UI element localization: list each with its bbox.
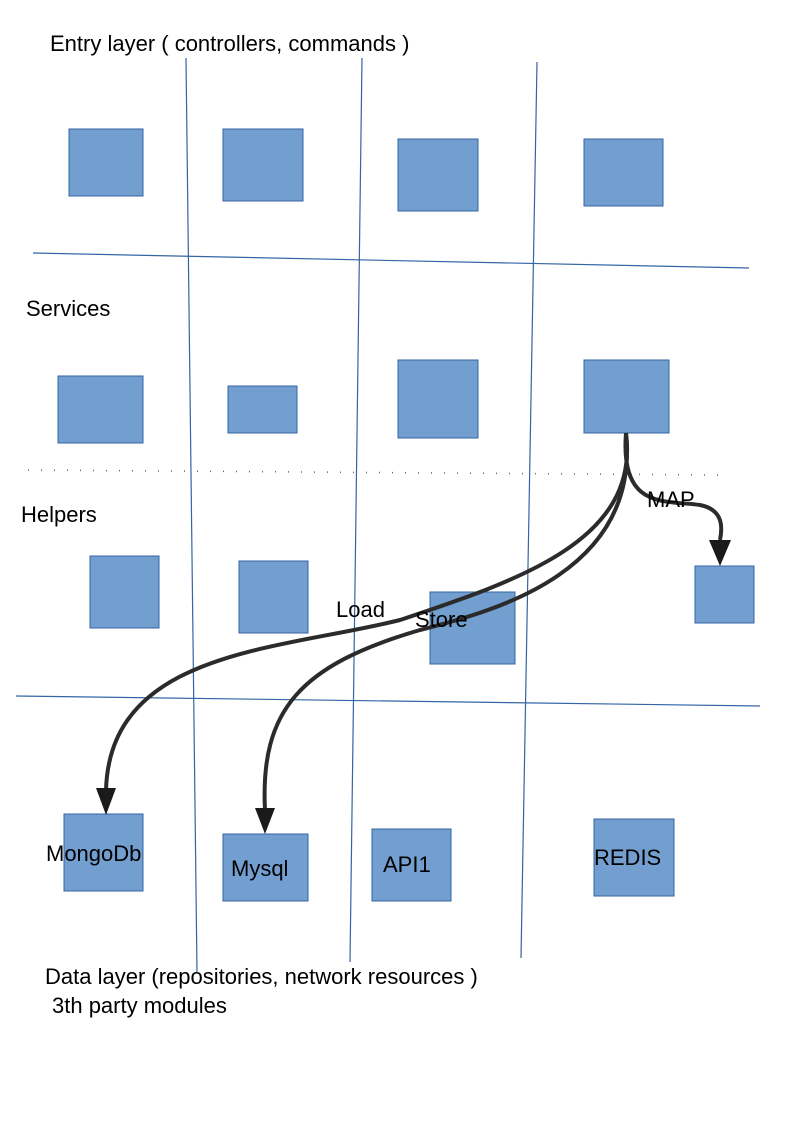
api1-box	[371, 828, 452, 902]
entry-box-3	[397, 138, 479, 212]
entry-box-4	[583, 138, 664, 207]
vertical-divider-3	[520, 61, 538, 959]
text-labels: Entry layer ( controllers, commands ) Se…	[21, 31, 695, 1018]
map-arrow	[623, 432, 724, 541]
mongodb-box	[63, 813, 144, 892]
data-layer-title: Data layer (repositories, network resour…	[45, 964, 478, 989]
store-arrow-label: Store	[415, 607, 468, 632]
entry-box-2	[222, 128, 304, 202]
entry-layer-title: Entry layer ( controllers, commands )	[50, 31, 409, 56]
helper-box-2	[238, 560, 309, 634]
services-layer-title: Services	[26, 296, 110, 321]
mongodb-label: MongoDb	[46, 841, 141, 866]
vertical-divider-2	[349, 57, 363, 963]
services-helpers-divider	[27, 469, 721, 476]
entry-layer-boxes	[68, 128, 664, 212]
mysql-label: Mysql	[231, 856, 288, 881]
store-arrow	[262, 432, 629, 811]
grid-lines	[15, 57, 761, 973]
map-arrowhead	[709, 540, 731, 566]
flow-arrows	[96, 432, 731, 834]
load-arrowhead	[96, 788, 116, 815]
service-box-2	[227, 385, 298, 434]
services-layer-boxes	[57, 359, 670, 444]
load-arrow-label: Load	[336, 597, 385, 622]
map-arrow-label: MAP	[647, 487, 695, 512]
helper-box-1	[89, 555, 160, 629]
data-layer-subtitle: 3th party modules	[52, 993, 227, 1018]
store-arrowhead	[255, 808, 275, 834]
helper-box-map	[694, 565, 755, 624]
helpers-layer-title: Helpers	[21, 502, 97, 527]
load-arrow	[104, 432, 630, 791]
redis-label: REDIS	[594, 845, 661, 870]
redis-box	[593, 818, 675, 897]
vertical-divider-1	[185, 57, 198, 973]
data-layer-boxes	[63, 813, 675, 902]
api1-label: API1	[383, 852, 431, 877]
service-box-1	[57, 375, 144, 444]
entry-box-1	[68, 128, 144, 197]
entry-services-divider	[32, 252, 750, 269]
mysql-box	[222, 833, 309, 902]
service-box-4	[583, 359, 670, 434]
helpers-data-divider	[15, 695, 761, 707]
service-box-3	[397, 359, 479, 439]
